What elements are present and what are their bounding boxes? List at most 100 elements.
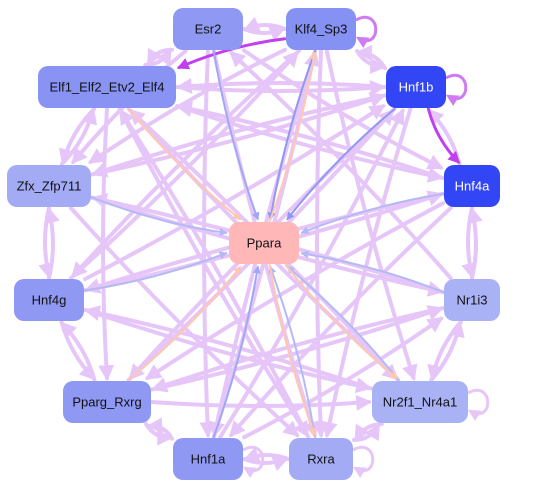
node-klf4[interactable]: Klf4_Sp3 — [286, 8, 356, 50]
edge-elf1-to-ppara — [128, 108, 242, 221]
node-nr2f1[interactable]: Nr2f1_Nr4a1 — [372, 381, 468, 423]
node-box — [372, 381, 468, 423]
node-box — [7, 165, 91, 207]
node-nr1i3[interactable]: Nr1i3 — [444, 279, 500, 321]
node-box — [63, 381, 151, 423]
edge-hnf1b-to-zfx — [90, 93, 387, 178]
edge-hnf1b-to-rxra — [321, 107, 413, 439]
edge-nr2f1-to-hnf4g — [83, 305, 373, 391]
node-box — [286, 8, 356, 50]
edge-esr2-to-ppara — [212, 50, 260, 221]
edge-hnf4g-to-zfx — [44, 206, 60, 280]
edge-elf1-to-hnf1b — [175, 80, 387, 96]
edge-hnf4g-to-klf4 — [69, 50, 300, 280]
node-label: Klf4_Sp3 — [295, 22, 348, 37]
node-rxra[interactable]: Rxra — [289, 438, 353, 480]
edge-ppara-to-nr2f1 — [284, 264, 398, 380]
self-loop-nr2f1 — [467, 389, 490, 422]
edge-ppara-to-klf4 — [268, 51, 318, 222]
edge-hnf1a-to-nr1i3 — [242, 316, 444, 440]
edge-hnf1b-to-ppara — [286, 108, 396, 221]
node-label: Hnf1b — [399, 80, 434, 95]
node-box — [14, 279, 84, 321]
self-loop-klf4 — [355, 16, 378, 49]
node-box — [173, 438, 243, 480]
node-box — [289, 438, 353, 480]
edge-esr2-to-hnf1a — [199, 49, 216, 439]
node-hnf1a[interactable]: Hnf1a — [173, 438, 243, 480]
edge-rxra-to-hnf1a — [243, 446, 290, 462]
node-label: Nr2f1_Nr4a1 — [383, 395, 457, 410]
node-esr2[interactable]: Esr2 — [173, 8, 243, 50]
node-elf1[interactable]: Elf1_Elf2_Etv2_Elf4 — [38, 66, 176, 108]
edge-klf4-to-ppara — [267, 50, 317, 221]
node-hnf4a[interactable]: Hnf4a — [444, 165, 500, 207]
node-box — [444, 165, 500, 207]
self-loop-hnf1a — [242, 446, 265, 479]
edge-hnf4a-to-nr1i3 — [461, 206, 477, 280]
edge-hnf4a-to-hnf1b — [427, 108, 462, 166]
node-label: Elf1_Elf2_Etv2_Elf4 — [50, 80, 165, 95]
node-ppara[interactable]: Ppara — [229, 222, 299, 264]
node-label: Hnf4g — [32, 293, 67, 308]
edge-hnf4g-to-ppara — [84, 251, 228, 292]
edge-hnf1b-to-hnf4a — [426, 107, 461, 164]
node-label: Ppara — [247, 236, 282, 251]
edge-nr1i3-to-esr2 — [229, 50, 453, 280]
edge-zfx-to-ppara — [91, 196, 228, 236]
node-label: Rxra — [307, 452, 335, 467]
node-hnf4g[interactable]: Hnf4g — [14, 279, 84, 321]
edge-nr1i3-to-nr2f1 — [427, 320, 463, 382]
edge-zfx-to-elf1 — [59, 107, 98, 166]
edge-ppara-to-rxra — [268, 264, 317, 437]
edge-hnf1a-to-hnf1b — [218, 108, 405, 439]
edge-hnf4g-to-hnf1b — [83, 104, 386, 282]
node-label: Nr1i3 — [456, 293, 487, 308]
edge-nr2f1-to-ppara — [286, 265, 400, 381]
edge-klf4-to-nr2f1 — [324, 49, 418, 382]
edge-klf4-to-rxra — [312, 49, 329, 439]
edge-zfx-to-hnf4g — [38, 206, 54, 280]
edge-hnf4a-to-hnf1a — [229, 206, 453, 438]
edge-klf4-to-zfx — [87, 47, 287, 164]
edge-hnf1b-to-elf1 — [175, 78, 387, 94]
edge-pparg-to-nr2f1 — [150, 394, 373, 411]
edge-nr2f1-to-rxra — [354, 422, 384, 442]
edge-nr1i3-to-hnf4a — [467, 206, 483, 280]
node-box — [444, 279, 500, 321]
node-zfx[interactable]: Zfx_Zfp711 — [7, 165, 91, 207]
node-pparg[interactable]: Pparg_Rxrg — [63, 381, 151, 423]
self-loop-rxra — [352, 446, 375, 479]
edge-hnf4a-to-elf1 — [175, 101, 445, 181]
edge-hnf1a-to-ppara — [212, 265, 261, 438]
node-box — [173, 8, 243, 50]
edge-elf1-to-pparg — [98, 107, 115, 382]
edge-hnf4g-to-nr2f1 — [83, 307, 373, 394]
edge-pparg-to-ppara — [127, 265, 242, 381]
edge-pparg-to-hnf4g — [60, 321, 97, 382]
edge-nr1i3-to-ppara — [300, 250, 444, 294]
edge-elf1-to-hnf4a — [175, 104, 445, 183]
node-label: Hnf4a — [455, 179, 490, 194]
edge-hnf1a-to-pparg — [146, 417, 174, 441]
edge-rxra-to-elf1 — [118, 108, 311, 439]
node-box — [38, 66, 176, 108]
self-loop-hnf1b — [445, 74, 468, 107]
node-label: Esr2 — [195, 22, 222, 37]
node-box — [386, 66, 446, 108]
node-box — [229, 222, 299, 264]
node-label: Pparg_Rxrg — [72, 395, 141, 410]
edge-hnf1b-to-klf4 — [355, 45, 387, 71]
edge-zfx-to-hnf1b — [90, 92, 387, 177]
node-label: Hnf1a — [191, 452, 226, 467]
edge-rxra-to-ppara — [268, 265, 317, 438]
edge-klf4-to-esr2 — [243, 16, 287, 32]
edge-hnf4a-to-ppara — [300, 192, 444, 234]
edge-elf1-to-rxra — [117, 107, 310, 438]
node-label: Zfx_Zfp711 — [17, 179, 82, 194]
node-hnf1b[interactable]: Hnf1b — [386, 66, 446, 108]
edge-nr1i3-to-pparg — [150, 306, 445, 393]
edge-elf1-to-esr2 — [143, 48, 172, 67]
